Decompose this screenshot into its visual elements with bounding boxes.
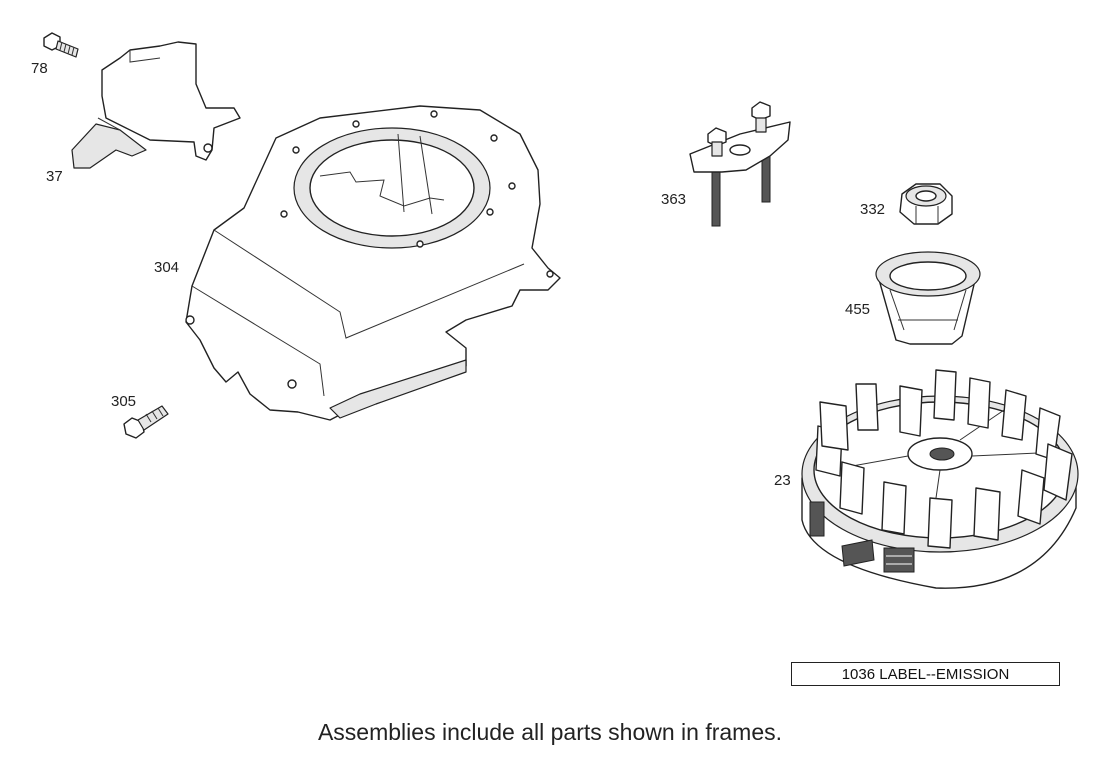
emission-label-frame: 1036 LABEL--EMISSION [791, 662, 1060, 686]
callout-332: 332 [860, 201, 886, 218]
part-78-bolt [43, 32, 79, 58]
callout-455: 455 [845, 301, 871, 318]
callout-23: 23 [774, 472, 791, 489]
part-23-flywheel [801, 369, 1079, 589]
part-37-baffle [71, 41, 241, 169]
callout-305: 305 [111, 393, 137, 410]
part-455-starter-cup [875, 251, 981, 345]
emission-label-text: 1036 LABEL--EMISSION [841, 665, 1010, 683]
part-332-nut [899, 183, 953, 225]
callout-37: 37 [46, 168, 63, 185]
callout-363: 363 [661, 191, 687, 208]
part-305-screw [123, 405, 169, 439]
part-363-bracket [689, 101, 791, 227]
callout-78: 78 [31, 60, 48, 77]
part-304-blower-housing [185, 105, 561, 421]
callout-304: 304 [154, 259, 180, 276]
assemblies-caption: Assemblies include all parts shown in fr… [317, 719, 783, 745]
